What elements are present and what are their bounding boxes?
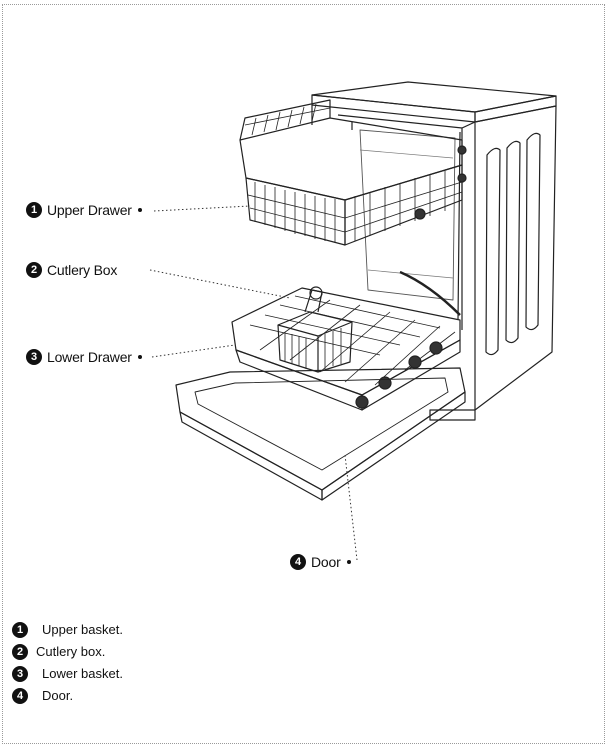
legend-text: Cutlery box.: [36, 644, 106, 659]
number-badge: 1: [12, 621, 28, 638]
callout-lower-drawer: 3 Lower Drawer: [26, 349, 142, 365]
leader-line-door: [344, 454, 358, 561]
legend-text: Upper basket.: [42, 622, 123, 637]
legend-text: Door.: [42, 688, 74, 703]
upper-basket-drawing: [239, 99, 467, 246]
legend-item: 4 Door.: [12, 686, 123, 705]
callout-upper-drawer: 1 Upper Drawer: [26, 202, 142, 218]
door-drawing: [175, 367, 466, 501]
number-badge: 1: [26, 202, 42, 218]
number-badge: 2: [26, 262, 42, 278]
dishwasher-side-panel: [474, 105, 557, 411]
number-badge: 2: [12, 643, 28, 660]
callout-dot: [346, 560, 351, 564]
leader-line-upper-drawer: [153, 205, 251, 212]
legend-item: 3 Lower basket.: [12, 664, 123, 683]
legend-item: 1 Upper basket.: [12, 620, 123, 639]
leader-line-cutlery-box: [149, 269, 291, 299]
diagram-frame: [2, 4, 605, 744]
cutlery-box-drawing: [277, 286, 353, 373]
dishwasher-cavity: [311, 105, 463, 330]
legend-item: 2 Cutlery box.: [12, 642, 123, 661]
callout-cutlery-box: 2 Cutlery Box: [26, 262, 117, 278]
callout-dot: [137, 355, 142, 359]
callout-label: Cutlery Box: [47, 262, 118, 278]
number-badge: 3: [12, 665, 28, 682]
number-badge: 4: [290, 554, 306, 570]
callout-label: Door: [311, 554, 341, 570]
leader-line-lower-drawer: [151, 344, 236, 358]
legend: 1 Upper basket. 2 Cutlery box. 3 Lower b…: [12, 620, 123, 708]
callout-dot: [137, 208, 142, 212]
callout-door: 4 Door: [290, 554, 351, 570]
legend-text: Lower basket.: [42, 666, 123, 681]
callout-label: Upper Drawer: [47, 202, 132, 218]
number-badge: 4: [12, 687, 28, 704]
lower-basket-drawing: [231, 270, 461, 411]
callout-label: Lower Drawer: [47, 349, 132, 365]
number-badge: 3: [26, 349, 42, 365]
